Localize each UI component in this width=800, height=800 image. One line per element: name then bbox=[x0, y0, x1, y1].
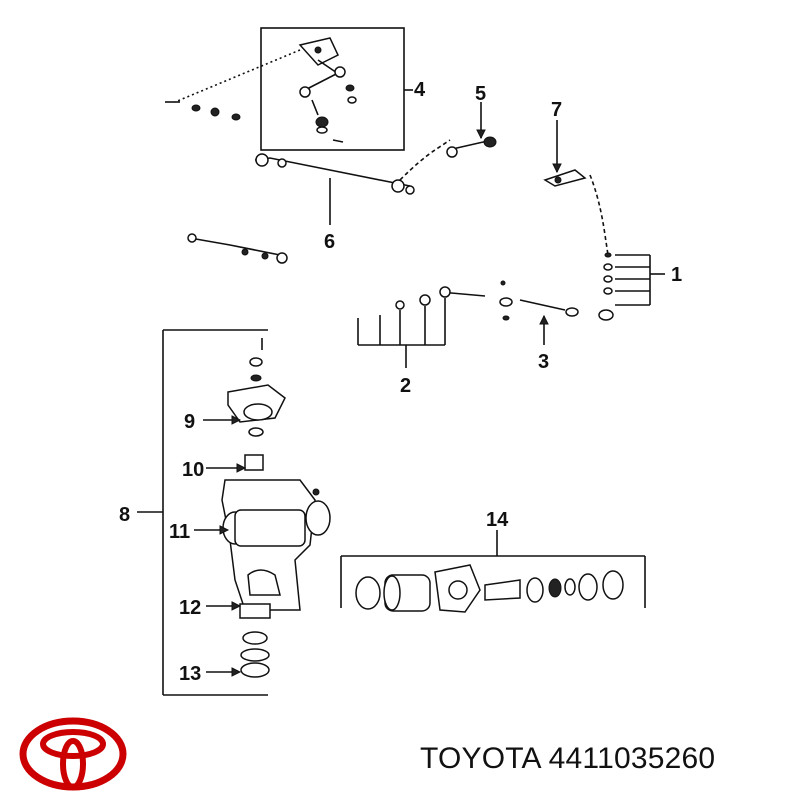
bracket-8 bbox=[137, 329, 268, 696]
callout-4: 4 bbox=[414, 79, 426, 101]
callout-5: 5 bbox=[475, 83, 486, 105]
callout-9: 9 bbox=[184, 411, 195, 433]
part-caption: TOYOTA 4411035260 bbox=[420, 742, 716, 775]
callout-11: 11 bbox=[169, 521, 190, 543]
callout-1: 1 bbox=[671, 264, 682, 286]
part-group-3 bbox=[499, 280, 579, 345]
callout-12: 12 bbox=[179, 597, 201, 619]
idler-arm-5 bbox=[446, 102, 497, 158]
toyota-logo bbox=[19, 717, 127, 791]
tie-rod-end bbox=[187, 233, 288, 264]
part-group-4 bbox=[165, 27, 413, 151]
callout-13: 13 bbox=[179, 663, 201, 685]
steering-gear-assembly bbox=[194, 338, 331, 678]
callout-14: 14 bbox=[486, 509, 509, 531]
pitman-arm-7 bbox=[543, 120, 609, 256]
callout-3: 3 bbox=[538, 351, 549, 373]
callout-2: 2 bbox=[400, 375, 411, 397]
callout-8: 8 bbox=[119, 504, 130, 526]
part-group-2 bbox=[357, 286, 486, 368]
callout-6: 6 bbox=[324, 231, 335, 253]
seal-kit-14 bbox=[340, 530, 646, 613]
callout-7: 7 bbox=[551, 99, 562, 121]
relay-rod-6 bbox=[254, 139, 451, 225]
callout-10: 10 bbox=[182, 459, 204, 481]
part-group-1 bbox=[598, 252, 665, 321]
